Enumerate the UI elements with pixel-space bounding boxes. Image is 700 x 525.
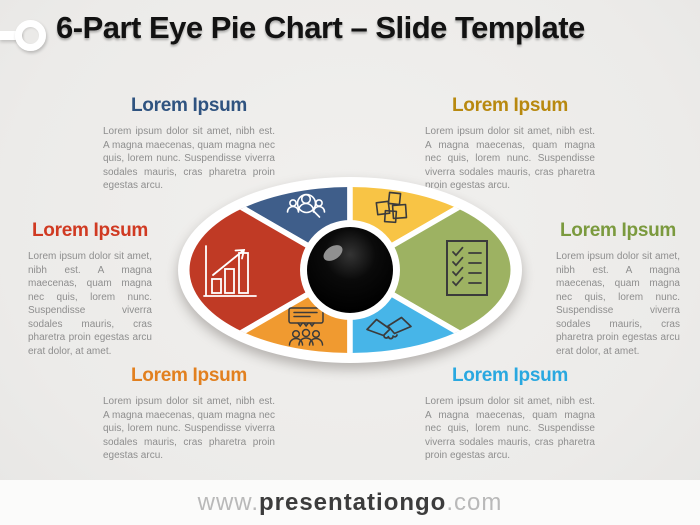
handshake-icon — [366, 316, 412, 340]
text-block-bottom-right: Lorem Ipsum Lorem ipsum dolor sit amet, … — [425, 365, 595, 463]
text-block-bottom-left: Lorem Ipsum Lorem ipsum dolor sit amet, … — [103, 365, 275, 463]
slide-title: 6-Part Eye Pie Chart – Slide Template — [56, 10, 585, 45]
footer-url-prefix: www. — [197, 488, 259, 516]
sticky-notes-icon — [375, 191, 408, 224]
lorem-body: Lorem ipsum dolor sit amet, nibh est. A … — [103, 396, 275, 461]
growth-chart-icon — [203, 245, 257, 297]
lorem-heading: Lorem Ipsum — [452, 365, 568, 386]
footer-url-domain: presentationgo — [258, 488, 447, 516]
lorem-body: Lorem ipsum dolor sit amet, nibh est. A … — [103, 126, 275, 191]
text-block-middle-left: Lorem Ipsum Lorem ipsum dolor sit amet, … — [28, 220, 152, 358]
lorem-body: Lorem ipsum dolor sit amet, nibh est. A … — [425, 126, 595, 191]
lorem-body: Lorem ipsum dolor sit amet, nibh est. A … — [28, 251, 152, 357]
lorem-body: Lorem ipsum dolor sit amet, nibh est. A … — [425, 396, 595, 461]
lorem-heading: Lorem Ipsum — [560, 220, 676, 241]
title-decoration-bar — [0, 31, 22, 40]
title-decoration-ring — [15, 20, 46, 51]
footer-url-suffix: .com — [446, 488, 503, 516]
text-block-top-right: Lorem Ipsum Lorem ipsum dolor sit amet, … — [425, 95, 595, 193]
eye-pupil — [307, 227, 393, 313]
lorem-heading: Lorem Ipsum — [32, 220, 148, 241]
eye-pie-diagram — [178, 177, 522, 363]
team-search-icon — [286, 193, 326, 218]
lorem-body: Lorem ipsum dolor sit amet, nibh est. A … — [556, 251, 680, 357]
text-block-middle-right: Lorem Ipsum Lorem ipsum dolor sit amet, … — [556, 220, 680, 358]
presentation-icon — [288, 307, 324, 346]
lorem-heading: Lorem Ipsum — [131, 95, 247, 116]
text-block-top-left: Lorem Ipsum Lorem ipsum dolor sit amet, … — [103, 95, 275, 193]
lorem-heading: Lorem Ipsum — [131, 365, 247, 386]
checklist-icon — [446, 240, 488, 296]
pupil-highlight — [323, 245, 343, 261]
lorem-heading: Lorem Ipsum — [452, 95, 568, 116]
footer-bar: www.presentationgo.com — [0, 480, 700, 525]
